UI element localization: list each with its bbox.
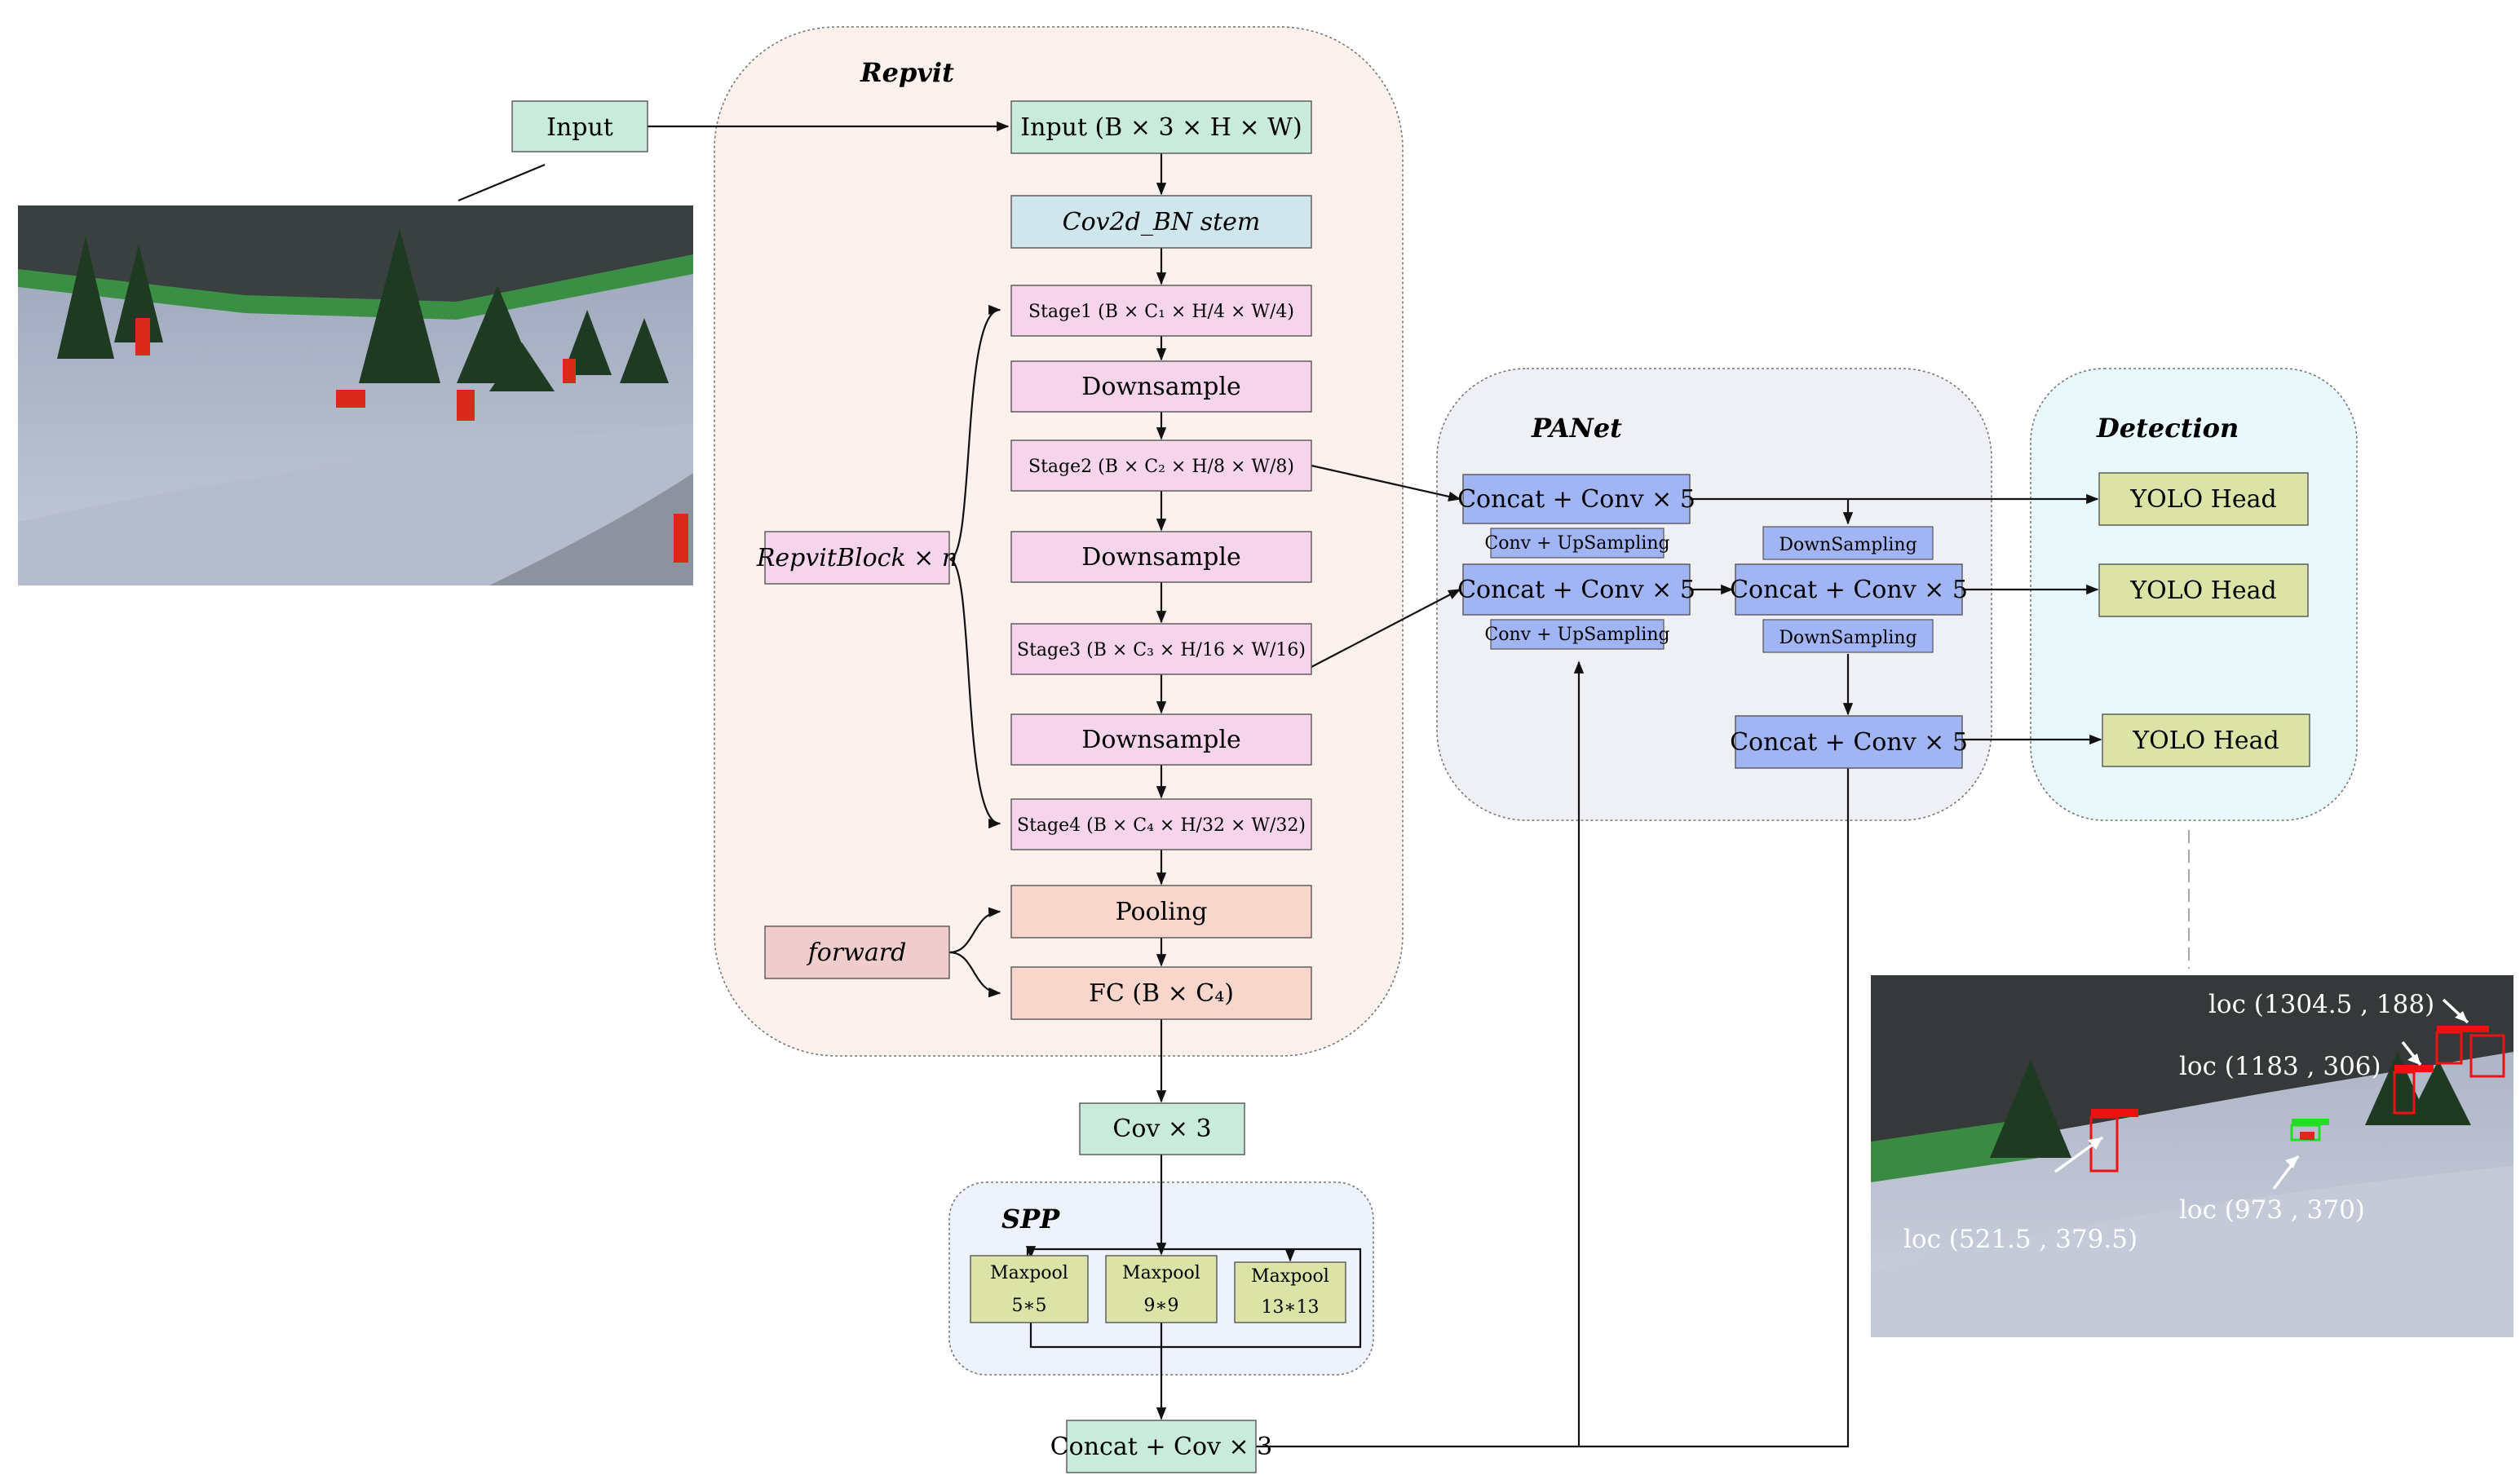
stage3-box: Stage3 (B × C₃ × H/16 × W/16): [1010, 623, 1312, 675]
downsample2-box: Downsample: [1010, 531, 1312, 583]
svg-text:Stage2 (B × C₂ × H/8 × W/8): Stage2 (B × C₂ × H/8 × W/8): [1028, 457, 1294, 477]
stage2-box: Stage2 (B × C₂ × H/8 × W/8): [1010, 439, 1312, 492]
svg-text:Cov × 3: Cov × 3: [1112, 1115, 1211, 1143]
svg-text:Concat + Conv × 5: Concat + Conv × 5: [1457, 576, 1695, 604]
maxpool-9-box: Maxpool 9∗9: [1105, 1255, 1218, 1323]
panet-downsampling-2: DownSampling: [1762, 619, 1934, 653]
svg-text:Downsample: Downsample: [1081, 543, 1240, 572]
input-image: [18, 205, 693, 585]
svg-text:Cov2d_BN stem: Cov2d_BN stem: [1063, 208, 1261, 236]
svg-text:Conv + UpSampling: Conv + UpSampling: [1484, 533, 1669, 554]
loc-label-3: loc (973 , 370): [2179, 1195, 2365, 1225]
output-image: loc (1304.5 , 188) loc (1183 , 306) loc …: [1871, 975, 2513, 1337]
svg-text:Concat + Conv × 5: Concat + Conv × 5: [1457, 485, 1695, 514]
svg-text:DownSampling: DownSampling: [1779, 628, 1917, 648]
svg-text:Downsample: Downsample: [1081, 726, 1240, 754]
yolo-head-2: YOLO Head: [2098, 563, 2309, 617]
svg-text:Stage1 (B × C₁ × H/4 × W/4): Stage1 (B × C₁ × H/4 × W/4): [1028, 302, 1294, 322]
yolo-head-1: YOLO Head: [2098, 472, 2309, 526]
svg-text:5∗5: 5∗5: [1012, 1296, 1047, 1316]
forward-box: forward: [764, 925, 950, 979]
backbone-input-box: Input (B × 3 × H × W): [1010, 100, 1312, 154]
concat-cov3-box: Concat + Cov × 3: [1050, 1420, 1273, 1473]
svg-text:RepvitBlock × n: RepvitBlock × n: [756, 544, 957, 572]
loc-label-4: loc (521.5 , 379.5): [1903, 1225, 2138, 1254]
svg-text:YOLO Head: YOLO Head: [2129, 485, 2276, 514]
maxpool-5-box: Maxpool 5∗5: [970, 1255, 1089, 1323]
panet-title: PANet: [1531, 413, 1622, 444]
svg-text:DownSampling: DownSampling: [1779, 535, 1917, 555]
svg-text:Pooling: Pooling: [1116, 898, 1208, 926]
svg-text:Input (B × 3 × H × W): Input (B × 3 × H × W): [1020, 113, 1302, 142]
svg-text:Conv + UpSampling: Conv + UpSampling: [1484, 625, 1669, 645]
repvit-block-box: RepvitBlock × n: [756, 531, 957, 585]
yolo-head-3: YOLO Head: [2102, 713, 2310, 767]
input-box: Input: [511, 100, 648, 152]
panet-concat-1: Concat + Conv × 5: [1457, 474, 1695, 524]
panet-concat-3: Concat + Conv × 5: [1730, 563, 1968, 616]
downsample1-box: Downsample: [1010, 360, 1312, 413]
svg-text:13∗13: 13∗13: [1262, 1297, 1320, 1318]
svg-text:Concat + Conv × 5: Concat + Conv × 5: [1730, 728, 1968, 757]
svg-text:Maxpool: Maxpool: [1122, 1263, 1200, 1283]
panet-concat-4: Concat + Conv × 5: [1730, 715, 1968, 769]
fc-box: FC (B × C₄): [1010, 966, 1312, 1020]
svg-text:Maxpool: Maxpool: [1251, 1266, 1329, 1287]
svg-text:Input: Input: [546, 113, 613, 142]
pooling-box: Pooling: [1010, 885, 1312, 939]
connectors: [648, 121, 2102, 1448]
panet-downsampling-1: DownSampling: [1762, 526, 1934, 560]
svg-text:forward: forward: [807, 939, 907, 967]
detection-title: Detection: [2096, 413, 2239, 444]
spp-title: SPP: [1001, 1204, 1060, 1234]
panet-concat-2: Concat + Conv × 5: [1457, 563, 1695, 616]
maxpool-13-box: Maxpool 13∗13: [1234, 1261, 1346, 1323]
svg-text:Stage3 (B × C₃ × H/16 × W/16): Stage3 (B × C₃ × H/16 × W/16): [1017, 640, 1306, 660]
cov3-box: Cov × 3: [1079, 1102, 1245, 1155]
loc-label-2: loc (1183 , 306): [2179, 1052, 2381, 1081]
stem-box: Cov2d_BN stem: [1010, 195, 1312, 249]
repvit-title: Repvit: [860, 57, 954, 88]
svg-text:Stage4 (B × C₄ × H/32 × W/32): Stage4 (B × C₄ × H/32 × W/32): [1017, 815, 1306, 836]
stage4-box: Stage4 (B × C₄ × H/32 × W/32): [1010, 798, 1312, 850]
svg-text:Concat + Conv × 5: Concat + Conv × 5: [1730, 576, 1968, 604]
panet-upsampling-1: Conv + UpSampling: [1484, 528, 1670, 559]
svg-text:Concat + Cov × 3: Concat + Cov × 3: [1050, 1433, 1273, 1461]
svg-text:YOLO Head: YOLO Head: [2129, 576, 2276, 605]
panet-upsampling-2: Conv + UpSampling: [1484, 619, 1670, 650]
svg-text:9∗9: 9∗9: [1144, 1296, 1179, 1316]
svg-text:YOLO Head: YOLO Head: [2132, 727, 2279, 755]
svg-text:FC (B × C₄): FC (B × C₄): [1089, 979, 1234, 1008]
svg-text:Maxpool: Maxpool: [990, 1263, 1068, 1283]
stage1-box: Stage1 (B × C₁ × H/4 × W/4): [1010, 285, 1312, 337]
loc-label-1: loc (1304.5 , 188): [2208, 990, 2434, 1019]
downsample3-box: Downsample: [1010, 713, 1312, 766]
svg-text:Downsample: Downsample: [1081, 373, 1240, 401]
